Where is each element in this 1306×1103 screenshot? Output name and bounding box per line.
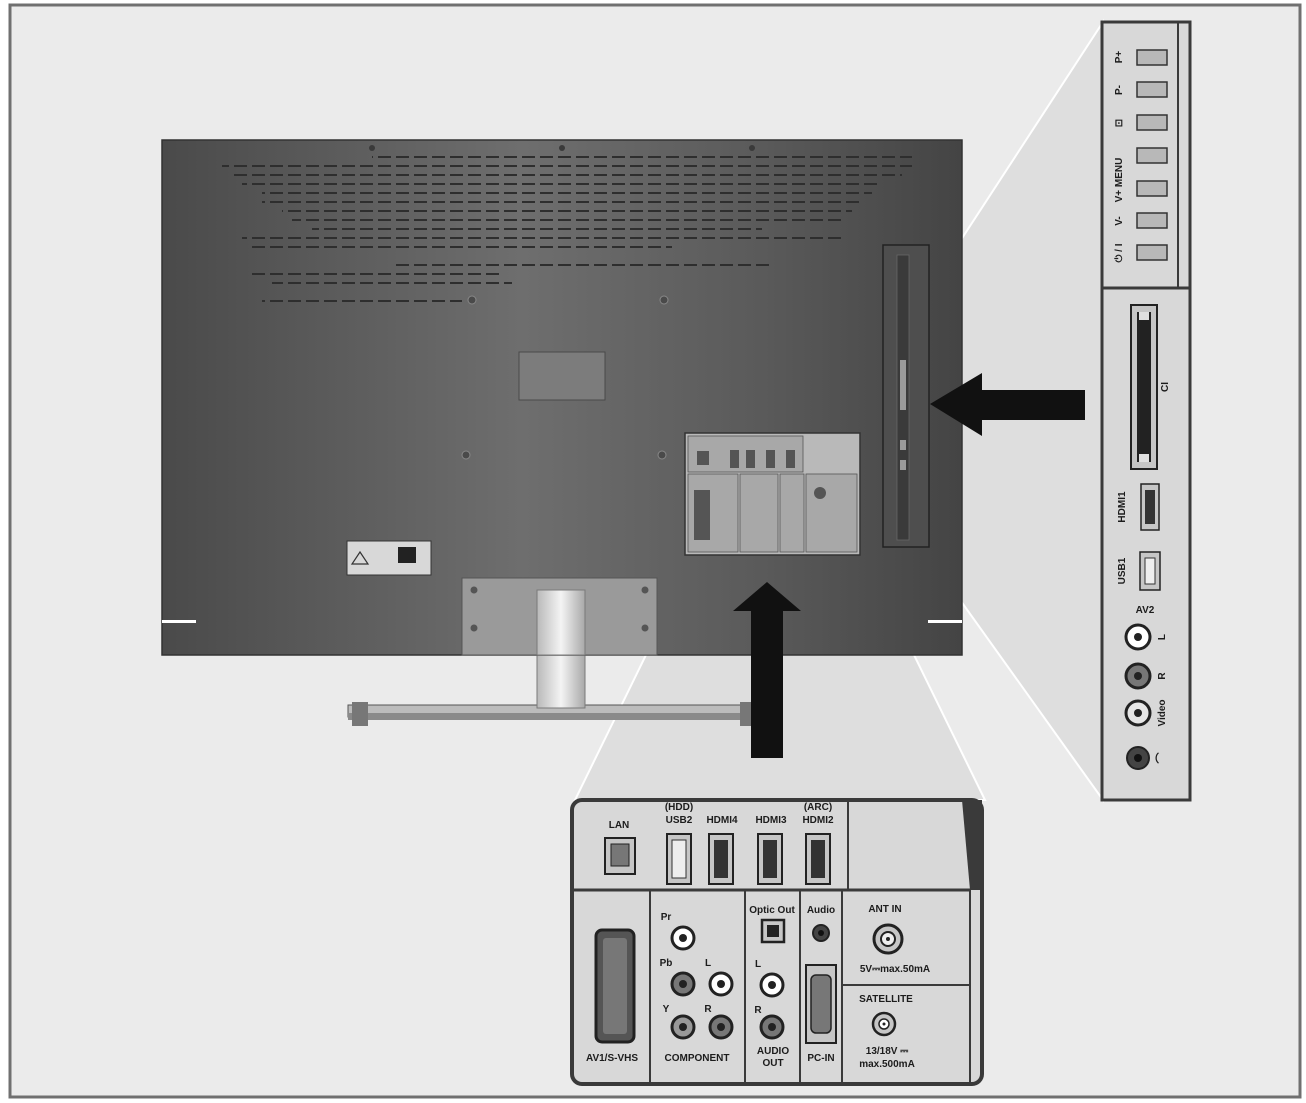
source-icon: ⊡ bbox=[1114, 119, 1125, 127]
pc-in-label: PC-IN bbox=[807, 1053, 834, 1064]
hdmi2-arc-label: (ARC) bbox=[804, 802, 832, 813]
av2-l-label: L bbox=[1157, 634, 1168, 640]
av2-r-label: R bbox=[1157, 672, 1168, 680]
tv-back-body bbox=[161, 139, 963, 656]
p-minus-button[interactable] bbox=[1136, 81, 1168, 98]
pb-label: Pb bbox=[660, 958, 673, 969]
audio-out-label-2: OUT bbox=[762, 1058, 783, 1069]
usb2-label: USB2 bbox=[666, 815, 693, 826]
av1-label: AV1/S-VHS bbox=[586, 1053, 638, 1064]
usb1-label: USB1 bbox=[1117, 557, 1128, 584]
arrow-up bbox=[733, 582, 801, 758]
hdmi4-label: HDMI4 bbox=[706, 815, 738, 826]
power-button[interactable] bbox=[1136, 244, 1168, 261]
ci-label: CI bbox=[1160, 382, 1171, 392]
side-buttons bbox=[1136, 49, 1168, 261]
optic-out-label: Optic Out bbox=[749, 905, 795, 916]
pr-label: Pr bbox=[661, 912, 672, 923]
headphone-icon: ⌒ bbox=[1154, 752, 1168, 765]
side-panel: P+ P- ⊡ V+ MENU V- ⏻ / I CI HDMI1 USB1 A… bbox=[1100, 20, 1192, 802]
usb2-hdd-label: (HDD) bbox=[665, 802, 693, 813]
menu-button[interactable] bbox=[1136, 147, 1168, 164]
component-label: COMPONENT bbox=[665, 1053, 730, 1064]
audio-out-label-1: AUDIO bbox=[757, 1046, 789, 1057]
power-label: ⏻ / I bbox=[1113, 243, 1125, 262]
p-minus-label: P- bbox=[1114, 85, 1125, 95]
lan-label: LAN bbox=[609, 820, 630, 831]
hdmi2-label: HDMI2 bbox=[802, 815, 834, 826]
audio-out-r-label: R bbox=[754, 1005, 762, 1016]
component-r-label: R bbox=[704, 1004, 712, 1015]
audio-out-l-label: L bbox=[755, 959, 761, 970]
av2-label: AV2 bbox=[1136, 605, 1155, 616]
v-minus-label: V- bbox=[1114, 216, 1125, 225]
p-plus-button[interactable] bbox=[1136, 49, 1168, 66]
source-button[interactable] bbox=[1136, 114, 1168, 131]
p-plus-label: P+ bbox=[1114, 51, 1125, 64]
component-l-label: L bbox=[705, 958, 711, 969]
satellite-spec-label-1: 13/18V ⎓ bbox=[866, 1046, 908, 1057]
satellite-label: SATELLITE bbox=[859, 994, 913, 1005]
arrows bbox=[733, 373, 1085, 758]
hdmi3-label: HDMI3 bbox=[755, 815, 787, 826]
satellite-spec-label-2: max.500mA bbox=[859, 1059, 915, 1070]
volume-down-button[interactable] bbox=[1136, 212, 1168, 229]
bottom-panel: LAN (HDD) USB2 HDMI4 HDMI3 (ARC) HDMI2 A… bbox=[570, 798, 984, 1086]
av2-video-label: Video bbox=[1157, 699, 1168, 726]
audio-label: Audio bbox=[807, 905, 835, 916]
y-label: Y bbox=[663, 1004, 670, 1015]
arrow-left bbox=[930, 373, 1085, 436]
ant-in-label: ANT IN bbox=[868, 904, 901, 915]
menu-label: V+ MENU bbox=[1114, 158, 1125, 203]
ant-spec-label: 5V⎓max.50mA bbox=[860, 964, 930, 975]
volume-up-button[interactable] bbox=[1136, 180, 1168, 197]
hdmi1-label: HDMI1 bbox=[1117, 491, 1128, 523]
